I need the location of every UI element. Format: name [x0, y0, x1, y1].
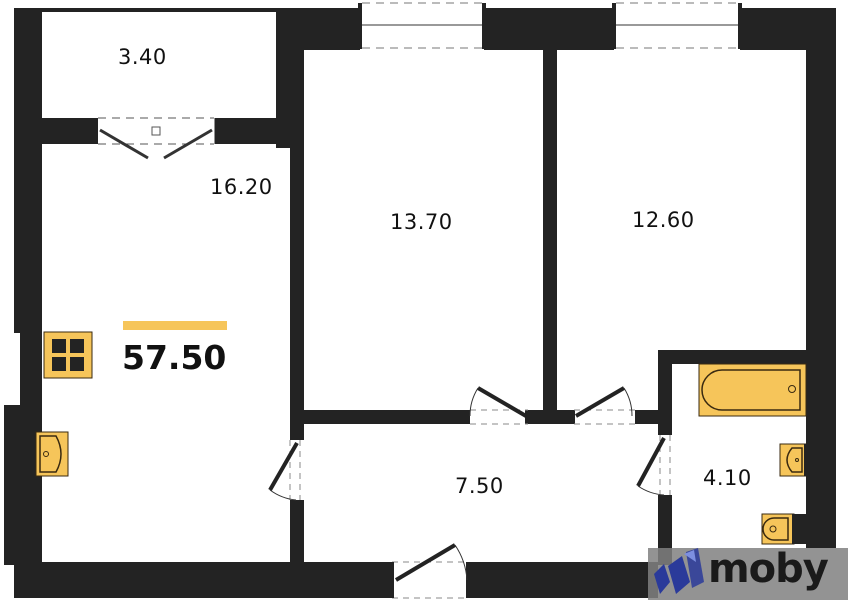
- door-bedroom-2: [574, 386, 636, 425]
- toilet-icon: [761, 513, 806, 545]
- room-area-kitchen-living: 16.20: [210, 175, 273, 199]
- bathtub-icon: [698, 363, 807, 417]
- door-bedroom-1: [469, 386, 528, 425]
- walls: [4, 8, 836, 598]
- window-bedroom-1: [358, 2, 486, 49]
- window-bedroom-2: [612, 2, 742, 49]
- kitchen-sink-icon: [35, 431, 69, 477]
- room-area-balcony: 3.40: [118, 45, 167, 69]
- bathroom-sink-icon: [779, 443, 808, 477]
- entrance-door: [390, 543, 470, 599]
- room-area-hallway: 7.50: [455, 474, 504, 498]
- total-area: 57.50: [122, 338, 227, 377]
- brand-logo: moby: [648, 546, 848, 600]
- balcony-door: [94, 117, 218, 160]
- room-area-bedroom-2: 12.60: [632, 208, 695, 232]
- stove-icon: [43, 331, 93, 379]
- moby-logo-icon: [654, 548, 704, 594]
- logo-text: moby: [708, 546, 829, 592]
- room-area-bathroom: 4.10: [703, 466, 752, 490]
- door-bathroom: [636, 435, 671, 496]
- room-area-bedroom-1: 13.70: [390, 210, 453, 234]
- total-area-accent-bar: [123, 321, 227, 330]
- door-kitchen: [268, 440, 301, 501]
